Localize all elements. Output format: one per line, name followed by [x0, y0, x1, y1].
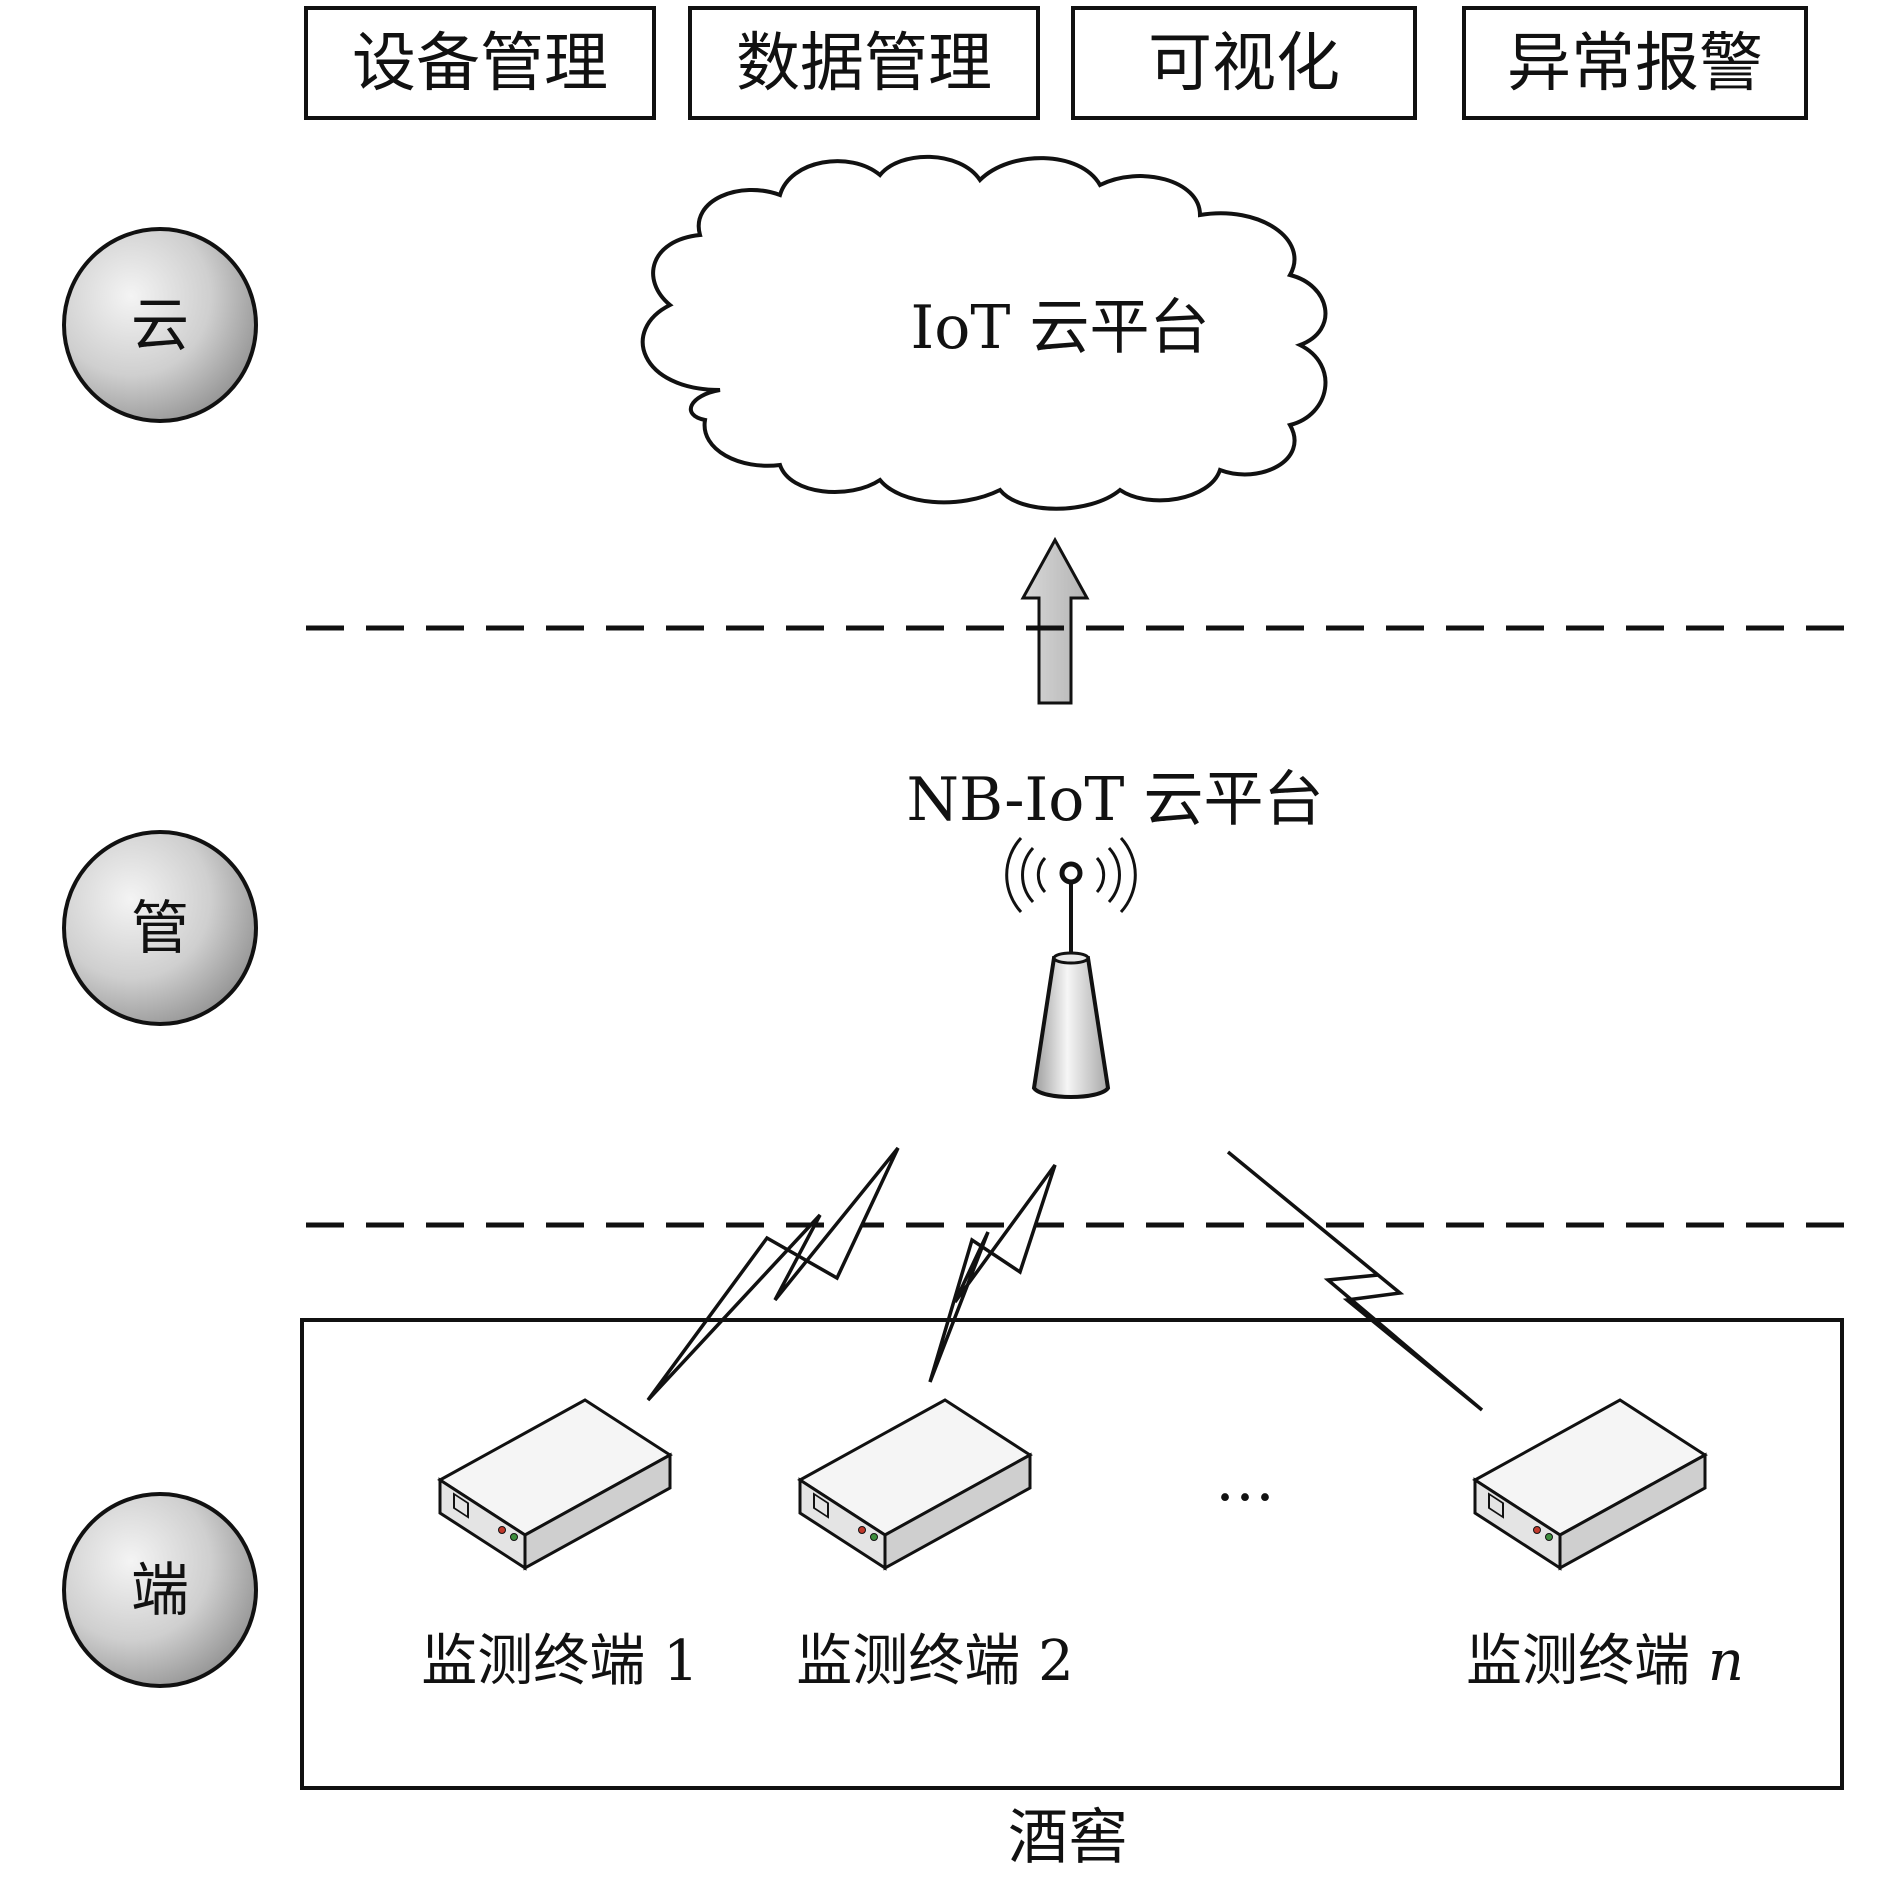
wireless-links: [646, 1146, 1484, 1412]
terminal-ellipsis: …: [1215, 1445, 1275, 1515]
module-label: 可视化: [1148, 27, 1340, 101]
terminal-label: 监测终端 n: [1466, 1629, 1744, 1694]
device-icon: [438, 1398, 672, 1570]
module-visualization: 可视化: [1071, 6, 1417, 120]
wireless-link-1: [646, 1146, 900, 1402]
layer-cloud: 云: [62, 227, 258, 423]
layer-label: 管: [131, 894, 189, 962]
monitoring-terminal-2: 监测终端 2: [796, 1398, 1074, 1694]
cloud-shape: [640, 154, 1328, 511]
monitoring-terminal-1: 监测终端 1: [421, 1398, 699, 1694]
cloud-label: IoT 云平台: [911, 293, 1210, 363]
module-label: 设备管理: [352, 27, 608, 101]
uplink-arrow: [1020, 536, 1090, 705]
monitoring-terminal-n: 监测终端 n: [1466, 1398, 1744, 1694]
device-icon: [798, 1398, 1032, 1570]
module-label: 数据管理: [736, 27, 992, 101]
layer-label: 端: [131, 1556, 189, 1624]
module-label: 异常报警: [1507, 27, 1763, 101]
layer-label: 云: [131, 291, 189, 359]
layer-end: 端: [62, 1492, 258, 1688]
terminal-label: 监测终端 1: [421, 1629, 698, 1694]
base-station-label: NB-IoT 云平台: [907, 765, 1324, 835]
wireless-link-2: [928, 1163, 1057, 1383]
device-icon: [1473, 1398, 1707, 1570]
layer-pipe: 管: [62, 830, 258, 1026]
function-modules: 设备管理 数据管理 可视化 异常报警: [304, 6, 1808, 120]
module-data-management: 数据管理: [688, 6, 1040, 120]
site-label: 酒窖: [1008, 1803, 1128, 1873]
terminal-label: 监测终端 2: [796, 1629, 1073, 1694]
module-device-management: 设备管理: [304, 6, 656, 120]
module-alarm: 异常报警: [1462, 6, 1808, 120]
wine-cellar-box: [300, 1318, 1844, 1790]
iot-cloud: IoT 云平台: [640, 154, 1328, 511]
wireless-link-n: [1226, 1150, 1484, 1412]
base-station-icon: [1005, 836, 1137, 1099]
